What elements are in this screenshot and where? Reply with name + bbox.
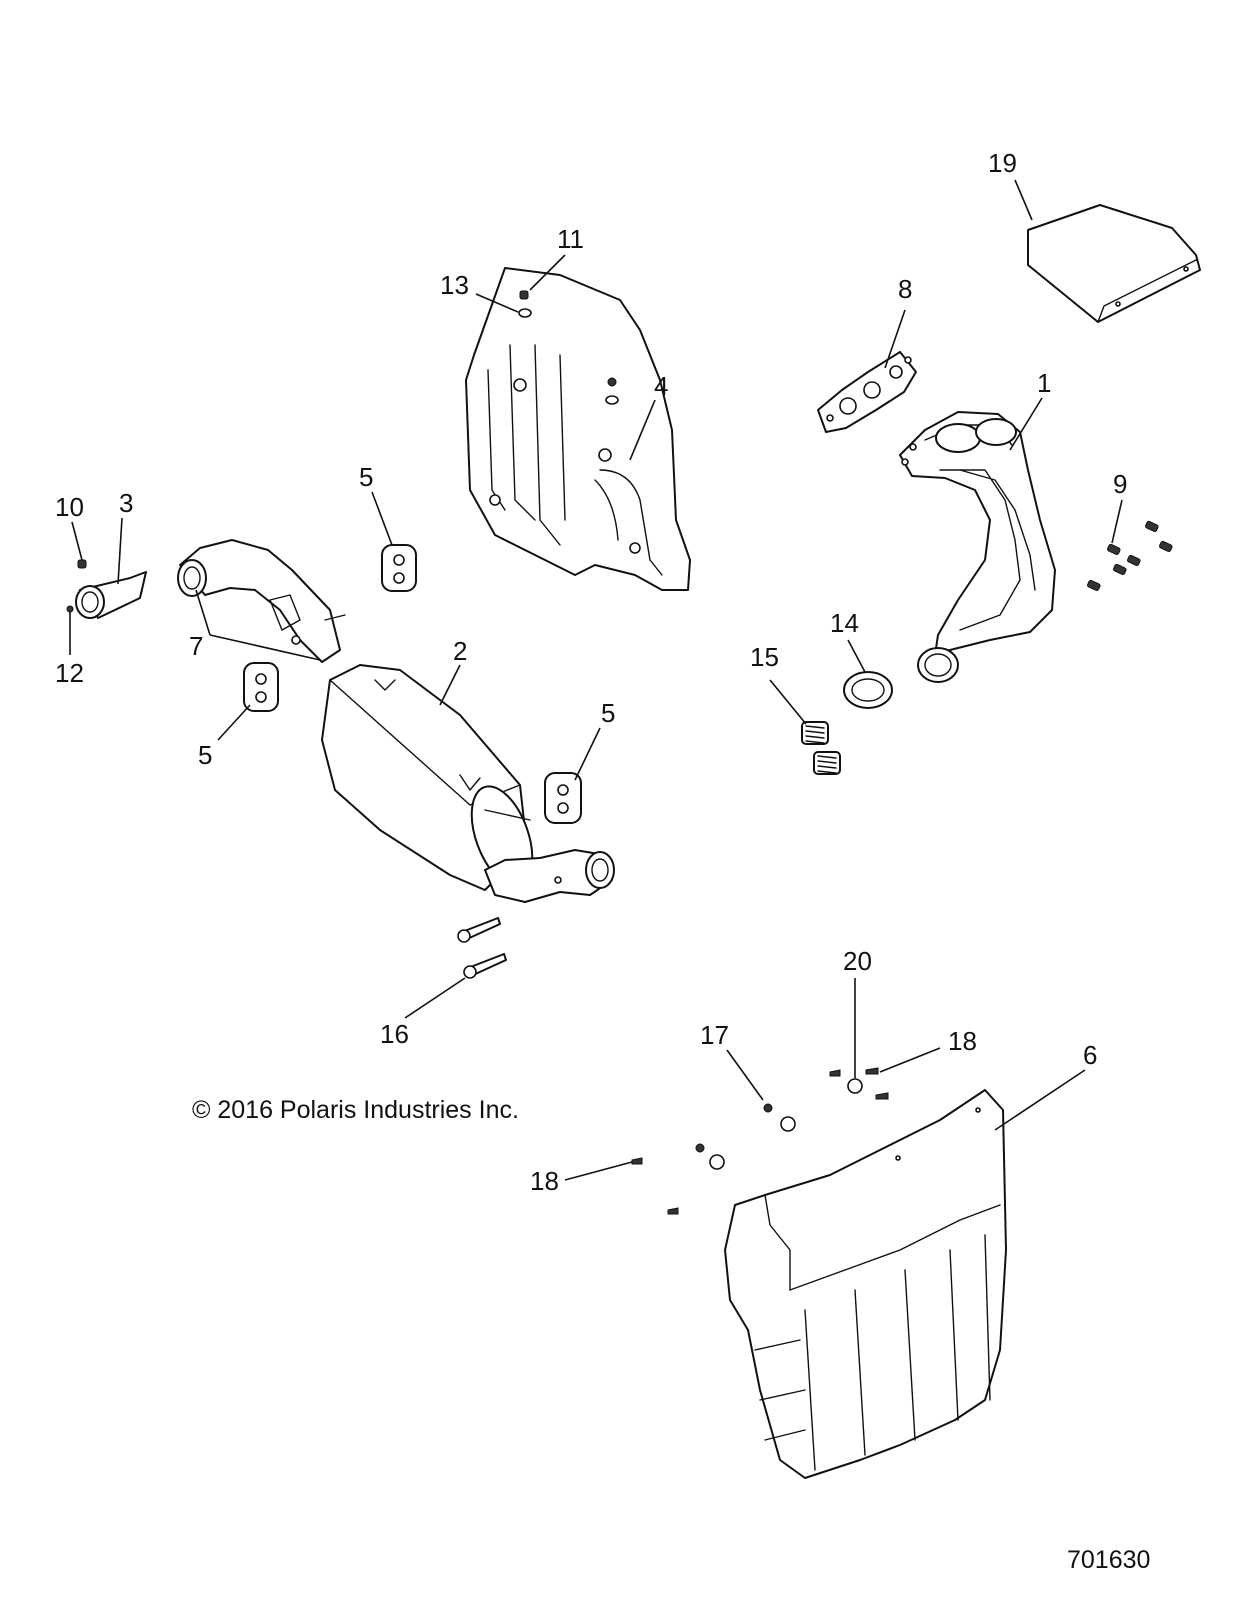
part-14-seal-ring — [843, 671, 893, 709]
part-6-lower-heat-shield — [724, 1089, 1007, 1479]
callout-7: 7 — [189, 631, 203, 661]
part-5-isolator-upper — [381, 544, 417, 592]
part-13-washer — [518, 308, 619, 405]
callout-13: 13 — [440, 270, 469, 300]
callout-19: 19 — [988, 148, 1017, 178]
part-7-inlet-pipe — [177, 539, 346, 663]
part-11-screw — [519, 290, 617, 387]
leader-lines — [69, 179, 1123, 1181]
callout-16: 16 — [380, 1019, 409, 1049]
part-2-muffler — [321, 664, 615, 903]
part-9-bolts — [1087, 520, 1173, 592]
copyright-notice: © 2016 Polaris Industries Inc. — [192, 1096, 519, 1124]
callout-8: 8 — [898, 274, 912, 304]
callout-5-left: 5 — [198, 740, 212, 770]
part-4-heat-shield — [465, 267, 691, 591]
callout-9: 9 — [1113, 469, 1127, 499]
callout-20: 20 — [843, 946, 872, 976]
part-17-screws — [695, 1103, 773, 1153]
callout-1: 1 — [1037, 368, 1051, 398]
part-1-exhaust-header — [899, 411, 1056, 683]
callout-12: 12 — [55, 658, 84, 688]
part-12-clip — [66, 605, 74, 613]
callout-5-upper: 5 — [359, 462, 373, 492]
callout-5-right: 5 — [601, 698, 615, 728]
callout-10: 10 — [55, 492, 84, 522]
callout-2: 2 — [453, 636, 467, 666]
callout-15: 15 — [750, 642, 779, 672]
callout-11: 11 — [557, 224, 584, 254]
callout-3: 3 — [119, 488, 133, 518]
part-8-gasket — [817, 351, 917, 433]
part-20-washers — [709, 1078, 863, 1170]
part-10-screw — [77, 559, 87, 569]
callout-4: 4 — [654, 371, 668, 401]
callout-18-upper: 18 — [948, 1026, 977, 1056]
part-18-push-rivets — [631, 1067, 889, 1215]
callout-17: 17 — [700, 1020, 729, 1050]
callout-labels: 19 11 13 8 4 1 10 3 5 9 7 12 2 14 15 5 5… — [55, 148, 1127, 1196]
part-19-shield-plate — [1027, 204, 1201, 323]
callout-18-lower: 18 — [530, 1166, 559, 1196]
part-5-isolator-left — [243, 662, 279, 712]
part-5-isolator-right — [544, 772, 582, 824]
drawing-number: 701630 — [1067, 1546, 1150, 1574]
part-16-bolts — [457, 917, 507, 979]
part-3-tailpipe-tip — [75, 571, 147, 619]
callout-6: 6 — [1083, 1040, 1097, 1070]
callout-14: 14 — [830, 608, 859, 638]
part-15-springs — [801, 721, 841, 775]
